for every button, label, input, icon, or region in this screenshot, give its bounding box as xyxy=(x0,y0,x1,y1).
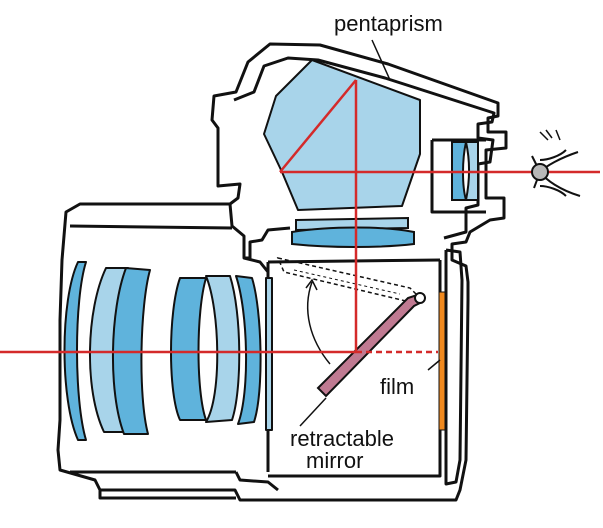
lens-element-6 xyxy=(235,275,262,425)
focusing-screen xyxy=(291,216,415,248)
mirror-label: mirror xyxy=(306,448,364,473)
retractable-mirror xyxy=(276,256,426,398)
lens-elements xyxy=(63,261,273,441)
eye-icon xyxy=(531,129,581,197)
retractable-label: retractable xyxy=(290,426,394,451)
mirror-swing-arc xyxy=(306,281,331,365)
lens-element-4 xyxy=(170,277,207,421)
mirror-swing-arrowhead xyxy=(305,278,318,291)
label-leaders xyxy=(299,39,441,427)
film-label: film xyxy=(380,374,415,399)
pentaprism-label: pentaprism xyxy=(334,11,443,36)
camera-body-outline xyxy=(56,42,508,502)
lens-element-5 xyxy=(205,275,241,423)
lens-element-7 xyxy=(265,277,273,431)
